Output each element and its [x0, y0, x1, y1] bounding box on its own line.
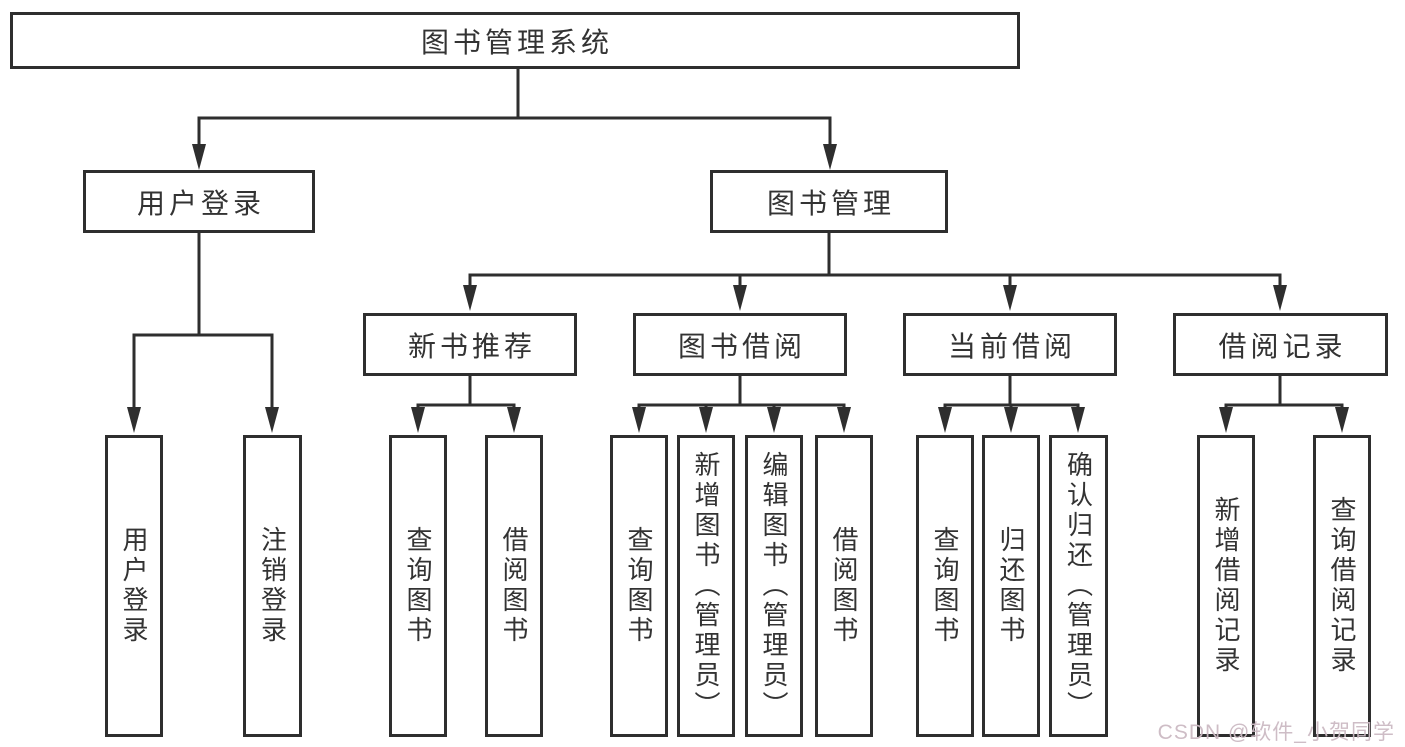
node-nbr-borrow-book: 借阅图书 [485, 435, 543, 737]
node-br-query-record: 查询借阅记录 [1313, 435, 1371, 737]
arrowhead [411, 407, 425, 433]
arrowhead [837, 407, 851, 433]
node-new-book-rec: 新书推荐 [363, 313, 577, 376]
arrowhead [1335, 407, 1349, 433]
arrowhead [1273, 285, 1287, 311]
connector-root [192, 68, 837, 170]
connector-new-book-rec [411, 376, 521, 433]
arrowhead [699, 407, 713, 433]
node-bb-edit-book: 编辑图书（管理员） [745, 435, 803, 737]
node-new-book-rec-label: 新书推荐 [407, 330, 536, 362]
node-user-login-label: 用户登录 [136, 187, 265, 219]
arrowhead [733, 285, 747, 311]
arrowhead [265, 407, 279, 433]
node-bb-query-book-label: 查询图书 [624, 526, 654, 646]
node-bb-add-book: 新增图书（管理员） [677, 435, 735, 737]
arrowhead [463, 285, 477, 311]
node-cb-return-book-label: 归还图书 [996, 526, 1026, 646]
connector-current-borrow [938, 376, 1085, 433]
node-nbr-borrow-book-label: 借阅图书 [499, 526, 529, 646]
node-logout-leaf-label: 注销登录 [257, 526, 288, 646]
arrowhead [1004, 407, 1018, 433]
node-cb-confirm-return-label: 确认归还（管理员） [1063, 451, 1094, 721]
arrowhead [938, 407, 952, 433]
arrowhead [507, 407, 521, 433]
node-cb-return-book: 归还图书 [982, 435, 1040, 737]
arrowhead [192, 144, 206, 170]
node-book-mgmt-label: 图书管理 [766, 187, 895, 219]
arrowhead [127, 407, 141, 433]
arrowhead [767, 407, 781, 433]
node-cb-query-book: 查询图书 [916, 435, 974, 737]
node-book-borrow-label: 图书借阅 [677, 330, 806, 362]
connector-user-login [127, 233, 279, 433]
node-book-mgmt: 图书管理 [710, 170, 948, 233]
node-bb-borrow-book-label: 借阅图书 [829, 526, 859, 646]
connector-book-borrow [632, 376, 851, 433]
node-current-borrow-label: 当前借阅 [947, 330, 1076, 362]
node-bb-query-book: 查询图书 [610, 435, 668, 737]
node-borrow-record: 借阅记录 [1173, 313, 1388, 376]
node-borrow-record-label: 借阅记录 [1218, 330, 1347, 362]
node-bb-add-book-label: 新增图书（管理员） [691, 451, 721, 721]
node-logout-leaf: 注销登录 [243, 435, 302, 737]
node-cb-query-book-label: 查询图书 [930, 526, 960, 646]
csdn-watermark: CSDN @软件_小贺同学 [1157, 721, 1395, 744]
node-nbr-query-book: 查询图书 [389, 435, 447, 737]
node-root: 图书管理系统 [10, 12, 1020, 69]
node-br-query-record-label: 查询借阅记录 [1327, 496, 1357, 676]
node-br-add-record: 新增借阅记录 [1197, 435, 1255, 737]
node-root-label: 图书管理系统 [420, 26, 613, 58]
node-current-borrow: 当前借阅 [903, 313, 1117, 376]
node-login-leaf-label: 用户登录 [119, 526, 149, 646]
node-bb-borrow-book: 借阅图书 [815, 435, 873, 737]
arrowhead [1219, 407, 1233, 433]
node-cb-confirm-return: 确认归还（管理员） [1049, 435, 1108, 737]
arrowhead [632, 407, 646, 433]
arrowhead [1003, 285, 1017, 311]
node-login-leaf: 用户登录 [105, 435, 163, 737]
node-book-borrow: 图书借阅 [633, 313, 847, 376]
arrowhead [823, 144, 837, 170]
node-bb-edit-book-label: 编辑图书（管理员） [759, 451, 789, 721]
connector-book-mgmt [463, 233, 1287, 311]
arrowhead [1071, 407, 1085, 433]
connector-borrow-record [1219, 376, 1349, 433]
node-br-add-record-label: 新增借阅记录 [1211, 496, 1241, 676]
node-nbr-query-book-label: 查询图书 [403, 526, 433, 646]
node-user-login: 用户登录 [83, 170, 315, 233]
